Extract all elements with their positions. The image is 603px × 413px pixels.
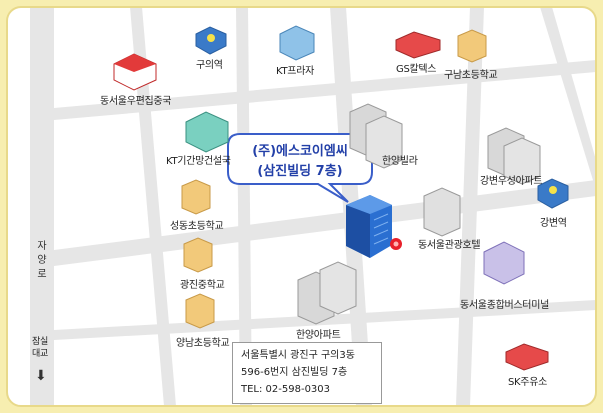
label-kt-building: KT기간망건설국 [166,156,231,167]
label-hanyang-villa: 한양빌라 [382,156,418,167]
label-bus-terminal: 동서울종합버스터미널 [460,300,550,311]
label-kt-plaza: KT프라자 [276,66,314,77]
address-line-2: 596-6번지 삼진빌딩 7층 [241,367,348,378]
school-icon-gwangjin [183,237,213,273]
label-post-office: 동서울우편집중국 [100,96,172,107]
school-icon-gunam [457,29,487,63]
kt-building-icon [185,111,229,153]
label-gwangjin-middle: 광진중학교 [180,280,225,291]
apartment-icon-hotel [423,187,461,237]
subway-icon-guui [195,26,227,55]
road-name-jayang: 자 양 로 [37,241,47,280]
address-line-1: 서울특별시 광진구 구의3동 [241,350,355,361]
target-building-icon [346,195,392,258]
kt-plaza-icon [279,25,315,61]
apartment-icon-gangbyeon [487,127,541,185]
label-seongdong-school: 성동초등학교 [170,221,224,232]
road-network [30,7,596,406]
label-bridge: 대교 [32,349,48,359]
label-hanyang-apt: 한양아파트 [296,330,341,341]
label-gangbyeon-station: 강변역 [540,218,567,229]
school-icon-yangnam [185,293,215,329]
school-icon-seongdong [181,179,211,215]
subway-icon-gangbyeon [537,178,569,209]
label-gangbyeon-apt: 강변우성아파트 [480,176,543,187]
label-gs-caltex: GS칼텍스 [396,64,437,75]
label-seoul-hotel: 동서울관광호텔 [418,240,481,251]
address-phone: TEL: 02-598-0303 [241,384,331,395]
arrow-down-icon: ⬇ [35,368,47,384]
label-guui-station: 구의역 [196,60,223,71]
callout-company-name: (주)에스코이엠씨 [252,143,348,159]
callout-building-floor: (삼진빌딩 7층) [257,163,342,179]
label-sk-gas: SK주유소 [508,377,548,388]
apartment-icon-hanyang-villa [349,103,403,169]
label-gunam-school: 구남초등학교 [444,70,498,81]
bus-terminal-icon [483,241,525,285]
gas-station-icon-gs [395,31,441,59]
apartment-icon-hanyang-apt [297,261,357,325]
company-callout: (주)에스코이엠씨 (삼진빌딩 7층) [227,133,373,203]
address-box: 서울특별시 광진구 구의3동 596-6번지 삼진빌딩 7층 TEL: 02-5… [232,342,382,404]
gas-station-icon-sk [505,343,549,371]
label-jamsil: 잠실 [32,337,48,347]
label-yangnam-school: 양남초등학교 [176,338,230,349]
post-office-icon [113,53,157,91]
